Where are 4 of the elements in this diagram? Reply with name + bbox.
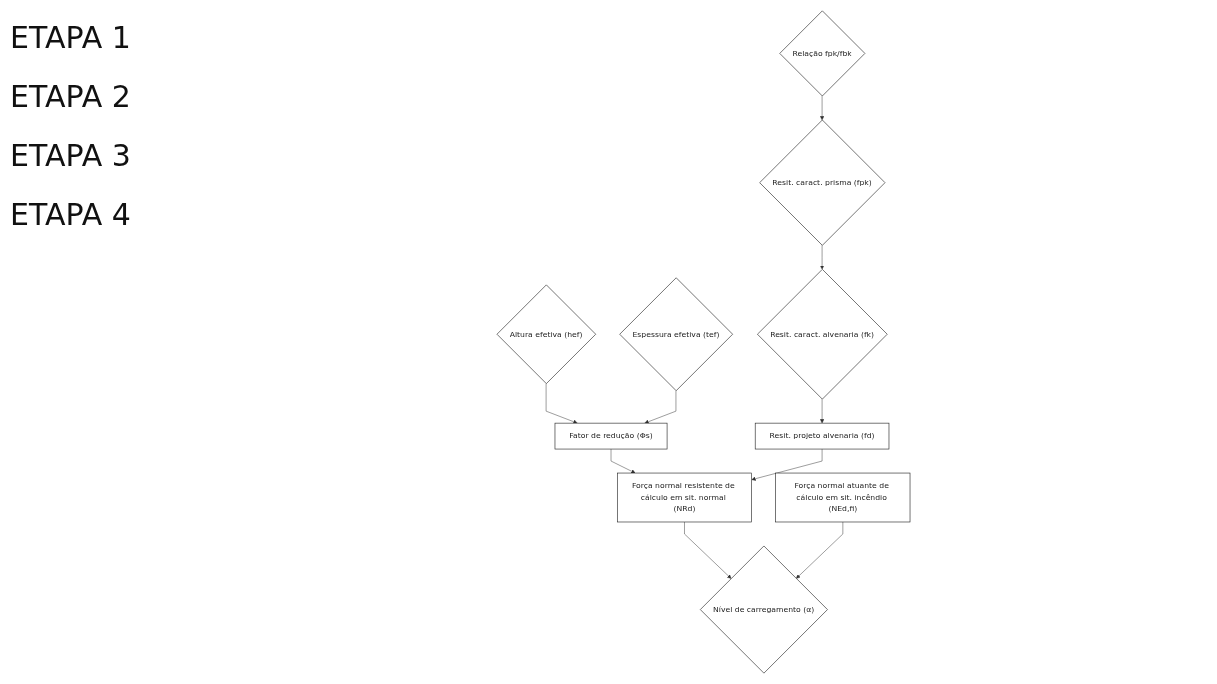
stage-label: ETAPA 4 bbox=[10, 197, 132, 232]
stage-label: ETAPA 2 bbox=[10, 79, 132, 114]
stage-label: ETAPA 3 bbox=[10, 138, 132, 173]
stage-label: ETAPA 1 bbox=[10, 20, 132, 55]
